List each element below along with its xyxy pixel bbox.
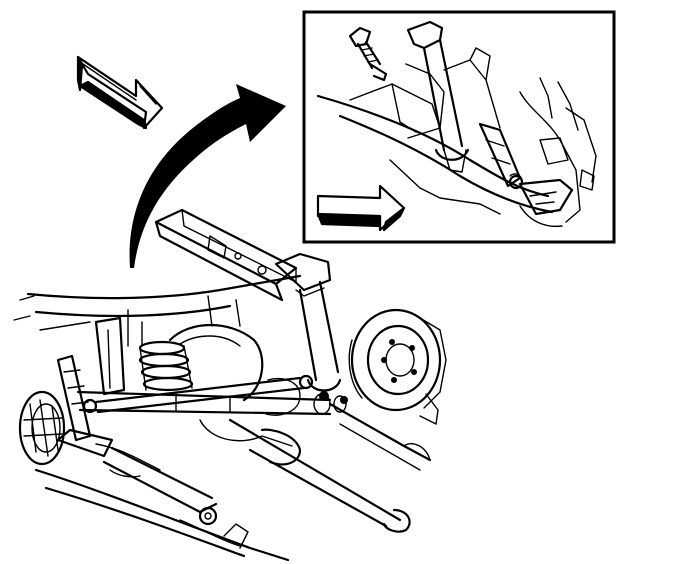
bolt-icon	[348, 26, 388, 82]
rear-axle-assembly	[13, 208, 447, 562]
curved-callout-arrow	[129, 84, 286, 268]
wheel-hub-right	[348, 308, 447, 425]
coil-spring	[138, 340, 194, 392]
detail-inset	[302, 10, 616, 244]
wheel-hub-left	[18, 390, 66, 466]
direction-arrow-inset	[316, 184, 406, 232]
direction-arrow-left	[76, 55, 164, 130]
